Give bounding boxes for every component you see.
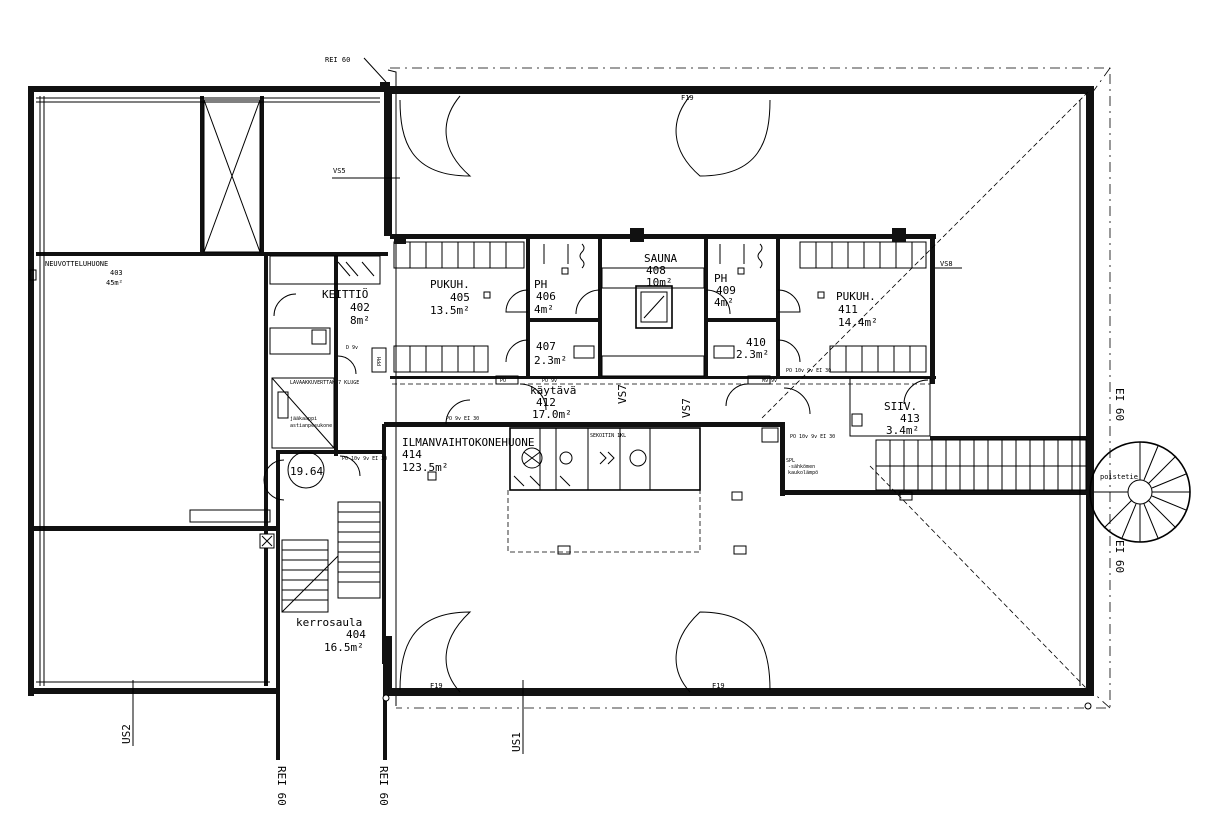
room-area-ph409: 4m² xyxy=(714,296,734,309)
room-num-sauna: 408 xyxy=(646,264,666,277)
room-area-410: 2.3m² xyxy=(736,348,769,361)
room-num-ph409: 409 xyxy=(716,284,736,297)
spl-label: SPL xyxy=(786,458,795,464)
room-area-ph406: 4m² xyxy=(534,303,554,316)
spl-note-1: -sähkömen xyxy=(788,464,815,470)
room-name-neuvottelu: NEUVOTTELUHUONE xyxy=(45,260,108,268)
roof-diagonals xyxy=(392,91,1089,691)
sauna-block xyxy=(393,228,927,378)
rotated-labels: REI 60 REI 60 EI 60 EI 60 US2 US1 VS7 VS… xyxy=(120,357,1126,806)
ventilation-equipment xyxy=(427,427,779,555)
rei-label-bottom-1: REI 60 xyxy=(275,766,288,806)
vs7-label-b: VS7 xyxy=(680,398,693,418)
room-area-pukuh405: 13.5m² xyxy=(430,304,470,317)
room-num-kaytava: 412 xyxy=(536,396,556,409)
room-area-sauna: 10m² xyxy=(646,276,673,289)
rei-label-top: REI 60 xyxy=(325,56,350,64)
corridor xyxy=(392,375,931,437)
roof-outline xyxy=(387,67,1111,709)
left-wing-detail xyxy=(29,255,387,501)
swing-areas xyxy=(399,95,771,693)
room-num-410: 410 xyxy=(746,336,766,349)
room-area-keittio: 8m² xyxy=(350,314,370,327)
room-area-pukuh411: 14.4m² xyxy=(838,316,878,329)
room-name-keittio: KEITTIÖ xyxy=(322,288,368,301)
vs5-label: VS5 xyxy=(333,167,346,175)
ei-label-right-1: EI 60 xyxy=(1113,388,1126,421)
room-name-pukuh405: PUKUH. xyxy=(430,278,470,291)
room-name-siiv: SIIV. xyxy=(884,400,917,413)
room-num-407: 407 xyxy=(536,340,556,353)
door-po10v-c: PO 10v 9v EI 30 xyxy=(786,368,831,374)
room-name-kaytava: käytävä xyxy=(530,384,576,397)
door-po10v-b: PO 10v 9v EI 30 xyxy=(342,456,387,462)
kitchen-note-2: jääkaappi xyxy=(290,416,317,422)
room-area-kaytava: 17.0m² xyxy=(532,408,572,421)
left-top-shafts xyxy=(203,99,261,253)
annotation-labels: REI 60 VS5 VS8 F19 F19 F19 poistetie SPL… xyxy=(290,56,1138,690)
room-num-keittio: 402 xyxy=(350,301,370,314)
kitchen-note: LAVAAKKUVERTTAK 7 KLUGE xyxy=(290,380,359,386)
room-labels: NEUVOTTELUHUONE 403 45m² KEITTIÖ 402 8m²… xyxy=(45,252,920,654)
room-name-sauna: SAUNA xyxy=(644,252,677,265)
stairs xyxy=(189,439,1191,613)
walls xyxy=(28,86,1094,760)
room-name-pukuh411: PUKUH. xyxy=(836,290,876,303)
rei-label-bottom-2: REI 60 xyxy=(377,766,390,806)
room-name-ilmanvaihto: ILMANVAIHTOKONEHUONE xyxy=(402,436,534,449)
door-po9v-ei30: PO 9v EI 30 xyxy=(446,416,479,422)
f19-bottom-2: F19 xyxy=(712,682,725,690)
room-num-kerrosaula: 404 xyxy=(346,628,366,641)
f19-bottom-1: F19 xyxy=(430,682,443,690)
door-m9v: M9 9v xyxy=(762,378,777,384)
vs7-label-a: VS7 xyxy=(616,384,629,404)
door-po9v: PO 9v xyxy=(542,378,557,384)
kitchen-note-3: astianpesukone xyxy=(290,423,332,429)
pph-label: PPH xyxy=(377,357,383,366)
vent-note: SEKOITIN 1KL xyxy=(590,433,626,439)
room-name-ph406: PH xyxy=(534,278,547,291)
room-num-1964: 19.64 xyxy=(290,465,323,478)
f19-top: F19 xyxy=(681,94,694,102)
vs8-label: VS8 xyxy=(940,260,953,268)
room-num-neuvottelu: 403 xyxy=(110,269,123,277)
spl-note-2: kaukolämpö xyxy=(788,470,818,476)
room-num-siiv: 413 xyxy=(900,412,920,425)
window-ticks xyxy=(36,96,1081,686)
room-num-pukuh411: 411 xyxy=(838,303,858,316)
room-num-pukuh405: 405 xyxy=(450,291,470,304)
poistetie-label: poistetie xyxy=(1100,473,1138,481)
room-area-kerrosaula: 16.5m² xyxy=(324,641,364,654)
room-num-ph406: 406 xyxy=(536,290,556,303)
room-num-ilmanvaihto: 414 xyxy=(402,448,422,461)
us1-label: US1 xyxy=(510,732,523,752)
door-po10v-a: PO 10v 9v EI 30 xyxy=(790,434,835,440)
room-area-ilmanvaihto: 123.5m² xyxy=(402,461,448,474)
ei-label-right-2: EI 60 xyxy=(1113,540,1126,573)
room-area-407: 2.3m² xyxy=(534,354,567,367)
room-name-ph409: PH xyxy=(714,272,727,285)
door-d9v: D 9v xyxy=(346,345,358,351)
room-name-kerrosaula: kerrosaula xyxy=(296,616,362,629)
room-area-siiv: 3.4m² xyxy=(886,424,919,437)
room-area-neuvottelu: 45m² xyxy=(106,279,123,287)
door-po: PO xyxy=(500,378,506,384)
us2-label: US2 xyxy=(120,724,133,744)
